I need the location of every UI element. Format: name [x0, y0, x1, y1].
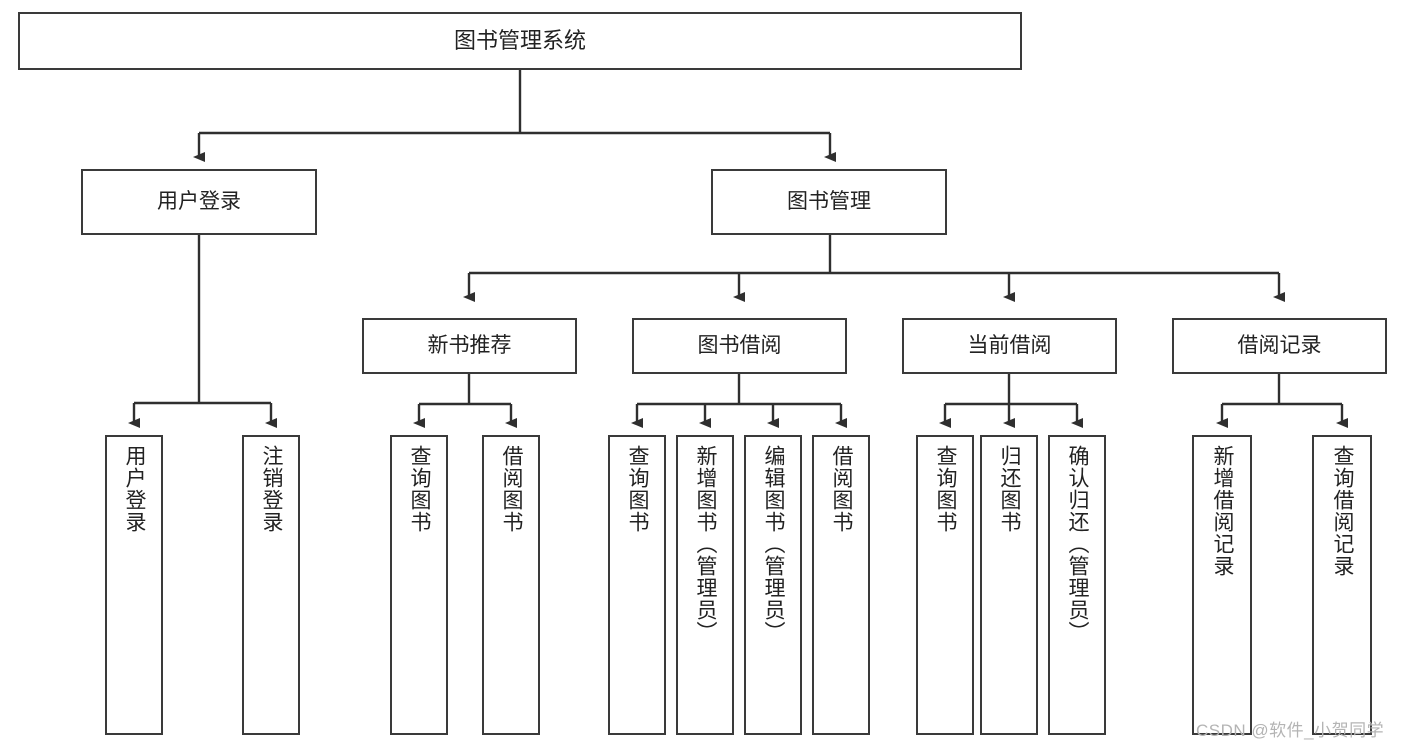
node-label: 归还图书 — [998, 445, 1022, 533]
node-label: 新书推荐 — [427, 333, 512, 357]
leaf-query-book-borrow[interactable]: 查询图书 — [608, 435, 666, 735]
node-user-login[interactable]: 用户登录 — [81, 169, 317, 235]
leaf-confirm-return-admin[interactable]: 确认归还（管理员） — [1048, 435, 1106, 735]
node-book-management[interactable]: 图书管理 — [711, 169, 947, 235]
node-label: 编辑图书（管理员） — [762, 445, 786, 643]
leaf-return-book[interactable]: 归还图书 — [980, 435, 1038, 735]
node-label: 查询借阅记录 — [1331, 445, 1355, 577]
node-label: 借阅图书 — [500, 445, 524, 533]
leaf-borrow-book-recommend[interactable]: 借阅图书 — [482, 435, 540, 735]
leaf-query-borrow-record[interactable]: 查询借阅记录 — [1312, 435, 1372, 735]
node-label: 新增图书（管理员） — [694, 445, 718, 643]
leaf-user-login[interactable]: 用户登录 — [105, 435, 163, 735]
node-new-book-recommend[interactable]: 新书推荐 — [362, 318, 577, 374]
leaf-query-book-current[interactable]: 查询图书 — [916, 435, 974, 735]
node-label: 新增借阅记录 — [1211, 445, 1235, 577]
leaf-logout-login[interactable]: 注销登录 — [242, 435, 300, 735]
leaf-borrow-book[interactable]: 借阅图书 — [812, 435, 870, 735]
node-label: 图书管理 — [787, 189, 871, 213]
leaf-add-borrow-record[interactable]: 新增借阅记录 — [1192, 435, 1252, 735]
watermark-text: CSDN @软件_小贺同学 — [1196, 721, 1385, 740]
leaf-query-book-recommend[interactable]: 查询图书 — [390, 435, 448, 735]
leaf-add-book-admin[interactable]: 新增图书（管理员） — [676, 435, 734, 735]
node-label: 图书借阅 — [697, 333, 782, 357]
node-current-borrow[interactable]: 当前借阅 — [902, 318, 1117, 374]
node-label: 借阅图书 — [830, 445, 854, 533]
node-label: 用户登录 — [157, 189, 241, 213]
node-root-system[interactable]: 图书管理系统 — [18, 12, 1022, 70]
node-label: 借阅记录 — [1237, 333, 1322, 357]
node-label: 图书管理系统 — [453, 28, 586, 54]
node-label: 查询图书 — [934, 445, 958, 533]
node-label: 查询图书 — [408, 445, 432, 533]
leaf-edit-book-admin[interactable]: 编辑图书（管理员） — [744, 435, 802, 735]
node-label: 当前借阅 — [967, 333, 1052, 357]
node-borrow-record[interactable]: 借阅记录 — [1172, 318, 1387, 374]
node-label: 确认归还（管理员） — [1066, 445, 1090, 643]
node-label: 用户登录 — [123, 445, 147, 533]
node-label: 注销登录 — [260, 445, 284, 533]
node-book-borrow[interactable]: 图书借阅 — [632, 318, 847, 374]
node-label: 查询图书 — [626, 445, 650, 533]
